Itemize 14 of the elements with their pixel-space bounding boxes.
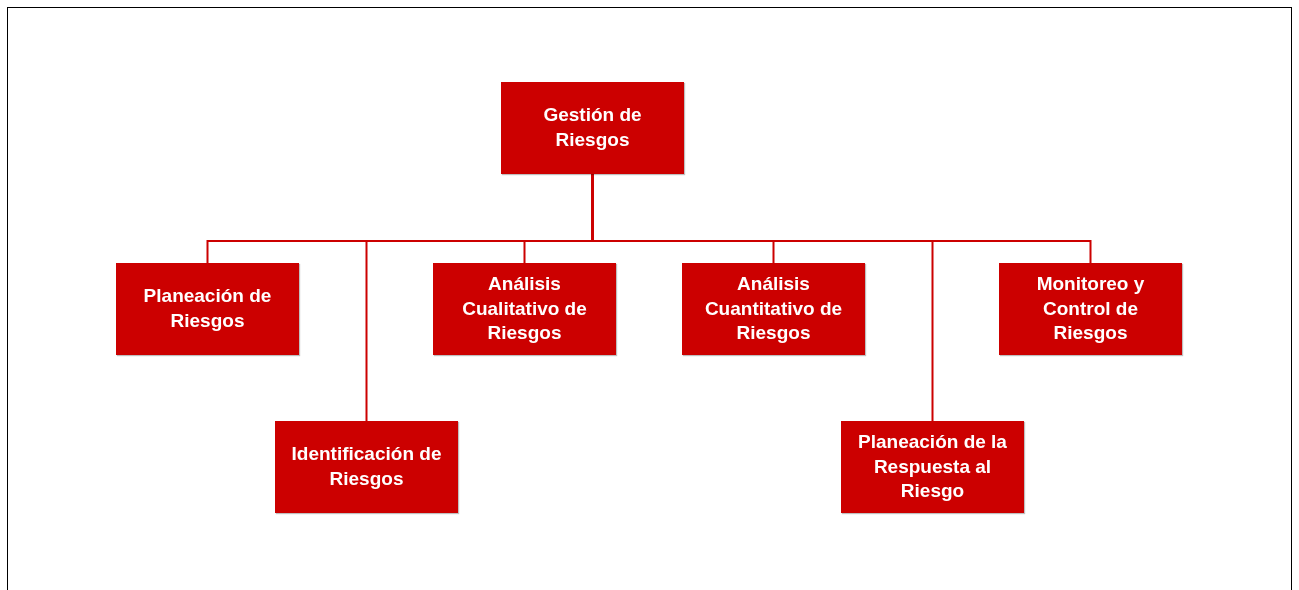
box-label: Análisis Cualitativo de Riesgos	[461, 271, 588, 346]
process-box	[275, 421, 458, 513]
box-label: Identificación de Riesgos	[290, 442, 443, 491]
process-box	[682, 263, 865, 355]
process-box	[116, 263, 299, 355]
box-label: Gestión de Riesgos	[542, 103, 643, 152]
process-box	[999, 263, 1182, 355]
box-label: Análisis Cuantitativo de Riesgos	[703, 271, 844, 346]
box-label: Planeación de Riesgos	[142, 284, 273, 333]
process-box	[433, 263, 616, 355]
process-box	[841, 421, 1024, 513]
box-label: Monitoreo y Control de Riesgos	[1035, 271, 1146, 346]
process-box	[501, 82, 684, 174]
box-label: Planeación de la Respuesta al Riesgo	[857, 429, 1008, 504]
